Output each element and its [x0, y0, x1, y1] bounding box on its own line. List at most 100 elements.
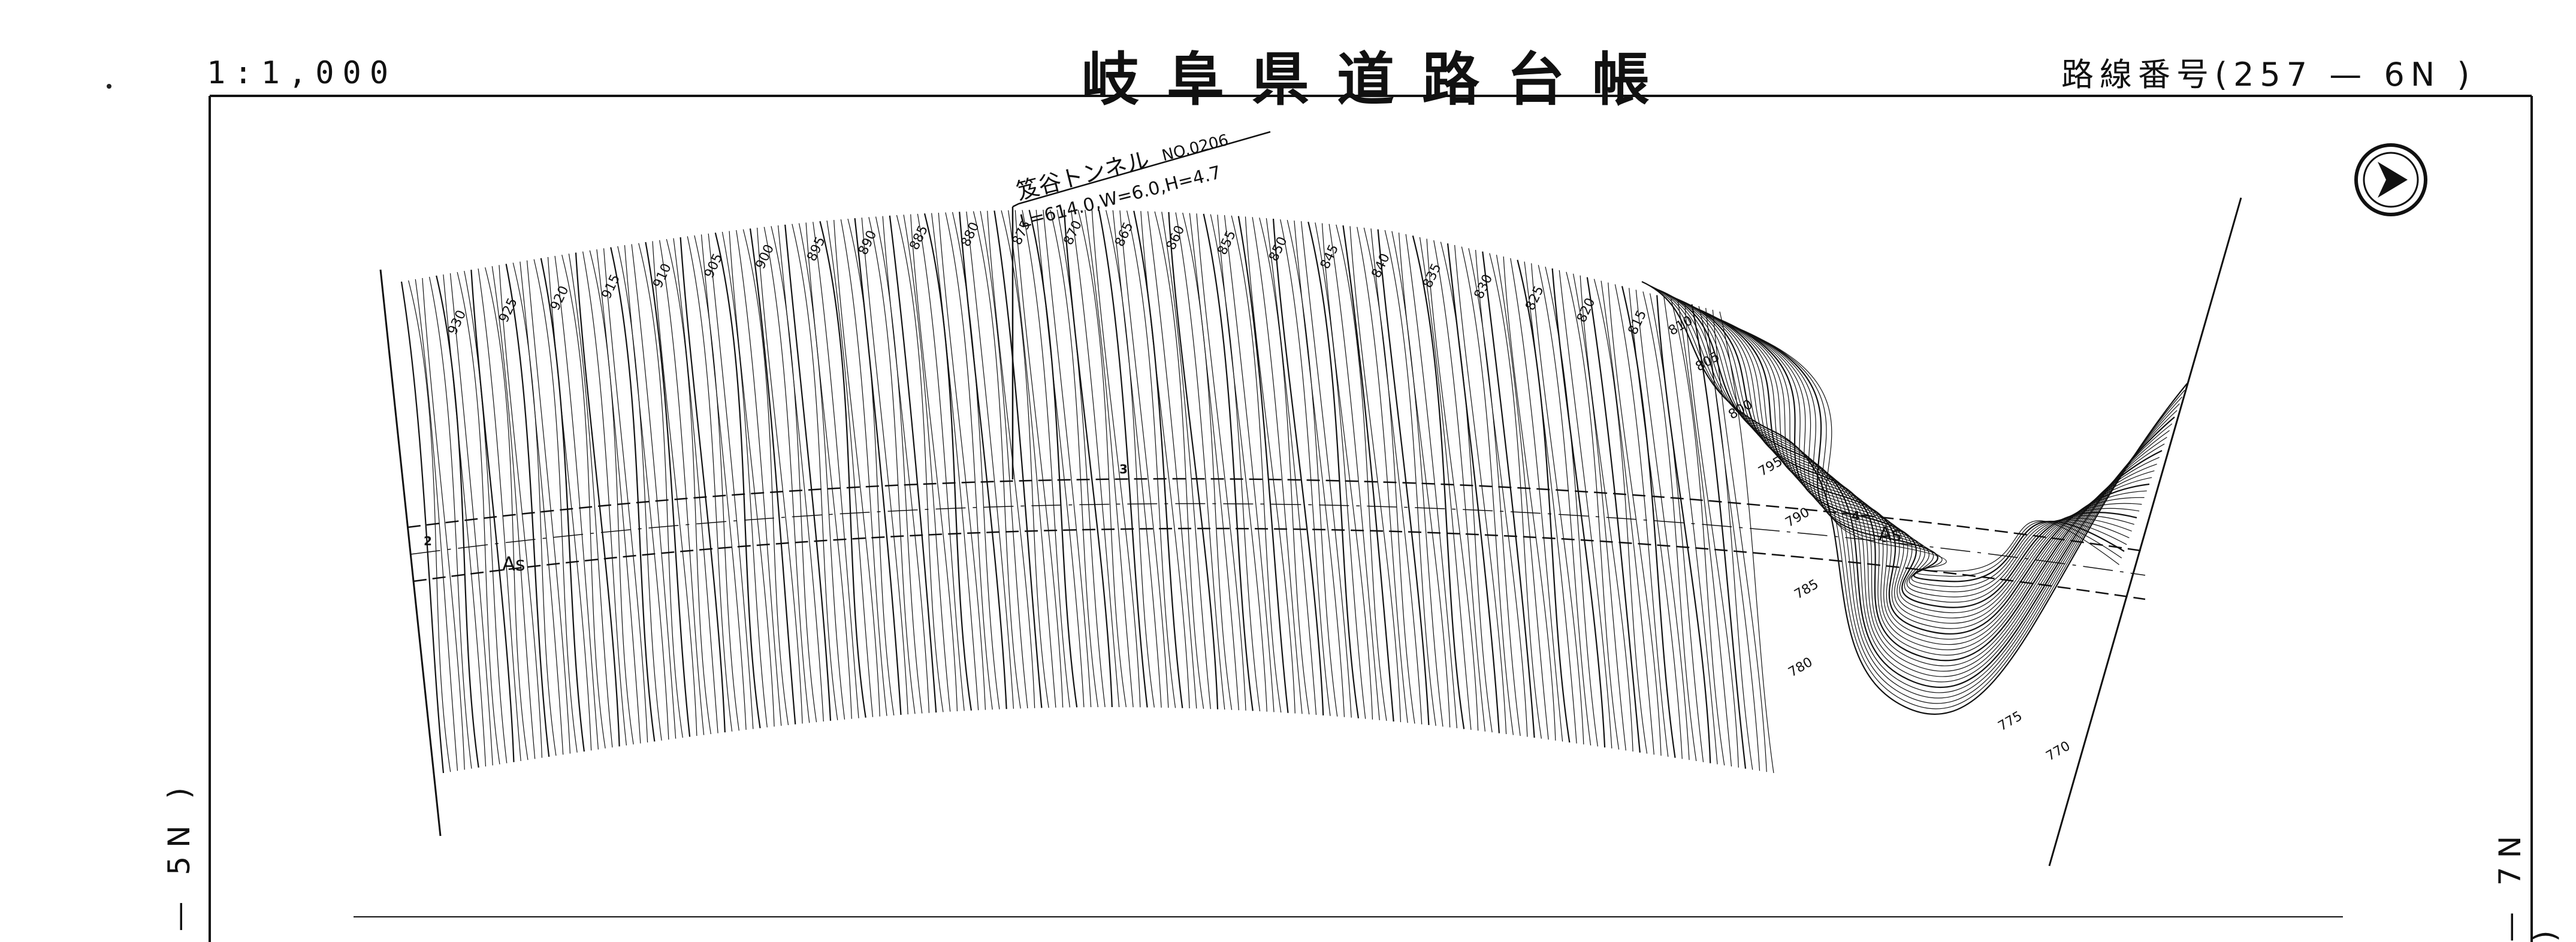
contour-line [1715, 318, 2132, 597]
contour-line [729, 231, 775, 727]
contour-line [1531, 263, 1584, 745]
contour-line [1008, 210, 1056, 708]
contour-line [1645, 283, 2185, 709]
contour-label: 805 [1693, 349, 1723, 375]
contour-line [1272, 219, 1324, 715]
contour-line [1210, 214, 1261, 712]
contour-label: 770 [2044, 739, 2073, 765]
contour-line [1702, 311, 2142, 618]
contour-line [1049, 209, 1098, 708]
route-number: 路線番号(257 — 6N ) [2061, 56, 2476, 93]
contour-line [1695, 308, 2147, 629]
contour-line [1559, 270, 1612, 748]
tunnel-number: NO.0206 [1160, 131, 1230, 165]
contour-line [582, 251, 627, 745]
contour-line [1551, 268, 1606, 748]
contour-line [1468, 248, 1521, 736]
contour-line [1600, 280, 1654, 755]
contour-line [1106, 210, 1155, 708]
page-title: 岐阜県道路台帳 [1082, 46, 1677, 113]
contour-label: 845 [1318, 242, 1342, 271]
contour-line [1651, 286, 2180, 699]
contour-line [617, 246, 662, 741]
contour-line [952, 212, 1000, 709]
contour-line [1454, 244, 1507, 735]
contour-line [540, 258, 585, 752]
contour-line [1189, 213, 1239, 711]
tunnel-edge-lower [413, 527, 2146, 600]
contour-line [491, 266, 536, 759]
contour-line [1287, 219, 1338, 717]
contour-line [910, 214, 958, 711]
contour-label: 840 [1369, 251, 1393, 280]
contour-line [1668, 294, 2167, 672]
contour-line [1280, 219, 1331, 716]
contour-line [1433, 240, 1486, 732]
contour-line [980, 211, 1028, 709]
contour-line [1196, 213, 1246, 711]
contour-line [603, 248, 648, 743]
contour-line [1572, 273, 1626, 751]
station-2: 2 [424, 534, 432, 548]
contour-line [1014, 210, 1064, 708]
contour-line [568, 253, 613, 748]
contour-line [485, 267, 529, 760]
contour-line [457, 271, 500, 765]
contour-line [561, 255, 606, 749]
contour-line [436, 275, 479, 768]
contour-line [1656, 295, 1711, 763]
contour-line [1161, 212, 1211, 709]
contour-line [1655, 288, 2178, 693]
contour-line [1349, 226, 1402, 723]
contour-line [680, 237, 726, 733]
contour-line [1217, 215, 1267, 712]
contour-line [784, 224, 832, 721]
contour-line [1070, 209, 1120, 708]
contour-line [945, 212, 993, 710]
contour-line [478, 268, 521, 762]
contour-line [1503, 256, 1556, 741]
contour-line [1496, 255, 1549, 740]
contour-line [805, 222, 852, 719]
contour-label: 900 [753, 242, 777, 271]
contour-line [903, 215, 951, 712]
contour-line [1614, 284, 1669, 757]
contour-line [1342, 225, 1394, 722]
contour-line [1461, 246, 1514, 735]
contour-line [505, 264, 550, 757]
contour-line [792, 224, 838, 720]
scale-label: 1:1,000 [207, 55, 397, 91]
speck-mark [107, 84, 111, 89]
contour-line [1328, 224, 1380, 720]
contour-line [1705, 313, 2140, 613]
contour-line [1175, 212, 1225, 710]
contour-label: 830 [1472, 272, 1496, 301]
contour-line [422, 277, 465, 770]
contour-line [777, 225, 824, 722]
contour-line [868, 217, 916, 714]
contour-line [1022, 210, 1070, 708]
contour-label: 895 [804, 234, 828, 264]
contour-line [1538, 265, 1591, 746]
contour-line [1446, 243, 1500, 733]
contour-line [1642, 291, 1697, 762]
contour-line [847, 218, 895, 715]
contour-line [408, 280, 451, 772]
contour-line [1336, 224, 1387, 721]
contour-line [1725, 322, 2125, 582]
contour-line [1140, 211, 1190, 709]
contour-line [763, 227, 810, 723]
contour-line [993, 210, 1043, 708]
contour-line [1517, 259, 1571, 743]
contour-line [1586, 277, 1641, 753]
contour-line [889, 215, 937, 713]
contour-line [749, 228, 796, 724]
contour-line [1237, 216, 1289, 713]
contour-line [1580, 275, 1633, 752]
contour-line [854, 218, 902, 715]
contour-line [575, 252, 620, 747]
contour-line [819, 221, 866, 718]
contour-line [1224, 215, 1275, 712]
contour-line [1266, 218, 1317, 715]
